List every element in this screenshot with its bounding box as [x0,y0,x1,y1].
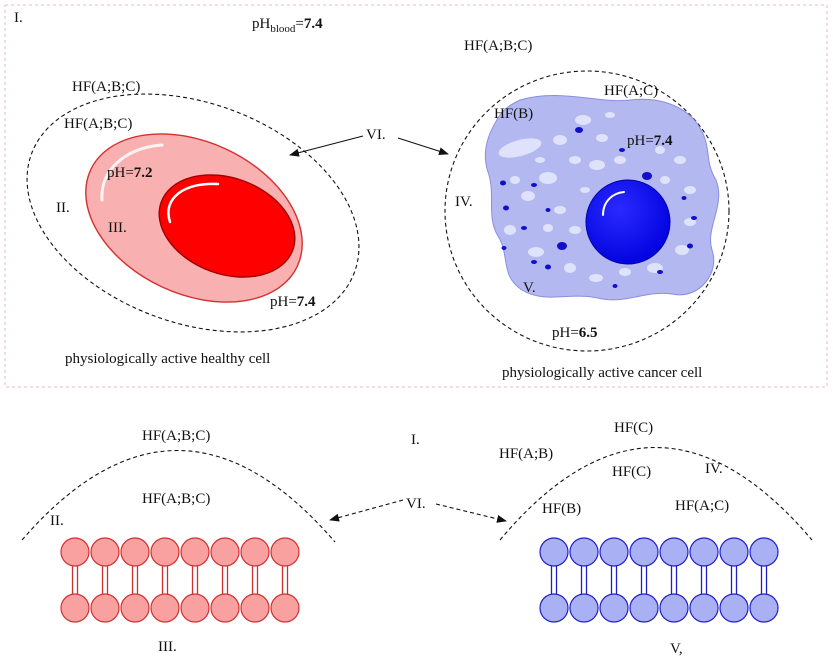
bottom-left-outer-hf: HF(A;B;C) [142,428,210,444]
healthy-lipid-head-bottom [180,593,210,623]
bottom-center-label: I. [411,432,420,448]
healthy-membrane-label: II. [56,200,70,216]
healthy-caption: physiologically active healthy cell [65,351,270,367]
bottom-right-hf-c-inner: HF(C) [612,464,651,480]
cancer-lipid-head-bottom [629,593,659,623]
healthy-outer-ph: pH=7.4 [270,294,316,310]
bottom-arrow-left [329,499,404,522]
healthy-lipid-head-top [120,537,150,567]
bottom-right-dashed-arc [499,447,813,541]
top-arrow-right [397,137,449,156]
healthy-lipid-head-top [90,537,120,567]
cancer-cell-group [444,70,730,352]
cancer-vesicles [498,112,696,282]
healthy-lipid-head-bottom [90,593,120,623]
cancer-lipid-head-bottom [659,593,689,623]
bottom-arrow-right [435,503,507,523]
cancer-hf-ac: HF(A;C) [604,83,658,99]
bottom-left-inner-hf: HF(A;B;C) [142,491,210,507]
healthy-lipid-head-bottom [240,593,270,623]
healthy-inner-hf: HF(A;B;C) [64,116,132,132]
blood-ph-label: pHblood=7.4 [252,16,323,35]
cancer-lipid-head-top [569,537,599,567]
bottom-right-hf-b: HF(B) [542,501,581,517]
cancer-lipid-head-top [599,537,629,567]
cancer-lipid-head-top [719,537,749,567]
healthy-lipid-head-bottom [210,593,240,623]
healthy-lipid-head-top [150,537,180,567]
cancer-membrane-label: IV. [455,194,473,210]
bottom-left-bilayer-label: III. [158,639,177,655]
healthy-cell-label: III. [108,220,127,236]
cancer-cell-nucleus [585,179,671,265]
cancer-outer-ph: pH=6.5 [552,325,598,341]
cancer-lipid-head-bottom [719,593,749,623]
top-panel-border [4,4,828,388]
healthy-cell-highlight [100,143,164,202]
bottom-right-bilayer-label: V, [670,641,683,657]
cancer-caption: physiologically active cancer cell [502,365,702,381]
healthy-inner-ph: pH=7.2 [107,165,153,181]
cancer-lipid-head-top [749,537,779,567]
bottom-right-hf-c-top: HF(C) [614,420,653,436]
healthy-lipid-bilayer [60,537,300,623]
cancer-lipid-head-top [659,537,689,567]
panel-label: I. [14,10,23,26]
cancer-lipid-head-bottom [749,593,779,623]
cancer-outer-hf: HF(A;B;C) [464,38,532,54]
bottom-arrow-label: VI. [406,496,426,512]
top-arrow-left [289,135,364,157]
healthy-cell-dashed-boundary [26,93,360,333]
bottom-right-membrane-label: IV. [705,461,723,477]
cancer-lipid-head-bottom [569,593,599,623]
bottom-right-hf-ac: HF(A;C) [675,498,729,514]
cancer-inner-ph: pH=7.4 [627,133,673,149]
cancer-lipid-head-bottom [689,593,719,623]
cancer-lipid-head-top [539,537,569,567]
cancer-lipid-bilayer [539,537,779,623]
cancer-lipid-head-bottom [599,593,629,623]
healthy-lipid-head-top [180,537,210,567]
cancer-cell-label: V. [523,280,536,296]
healthy-lipid-head-top [240,537,270,567]
cancer-lipid-head-top [689,537,719,567]
cancer-lipid-head-bottom [539,593,569,623]
healthy-core-highlight [167,182,220,224]
healthy-cell-core [158,174,296,278]
top-arrow-label: VI. [366,127,386,143]
cancer-hf-b: HF(B) [494,106,533,122]
cancer-cell-dashed-boundary [444,70,730,352]
bottom-right-hf-ab: HF(A;B) [499,446,553,462]
cancer-granules [500,127,697,288]
healthy-lipid-head-bottom [120,593,150,623]
cancer-lipid-head-top [629,537,659,567]
bottom-left-membrane-label: II. [50,513,64,529]
healthy-lipid-head-top [210,537,240,567]
healthy-lipid-head-top [60,537,90,567]
healthy-lipid-head-bottom [60,593,90,623]
healthy-outer-hf: HF(A;B;C) [72,79,140,95]
healthy-lipid-head-bottom [150,593,180,623]
cancer-nucleus-highlight [602,191,625,216]
healthy-lipid-head-top [270,537,300,567]
bottom-left-dashed-arc [21,450,336,543]
healthy-cell-group [26,93,360,333]
healthy-lipid-head-bottom [270,593,300,623]
